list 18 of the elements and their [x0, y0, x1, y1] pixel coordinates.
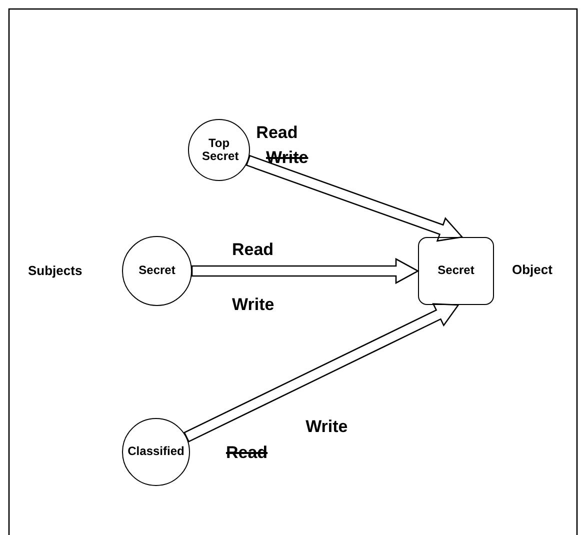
operation-label: Write: [232, 296, 274, 313]
node-label: Secret: [138, 264, 176, 278]
subject-circle: [188, 119, 250, 181]
role-label: Object: [512, 263, 552, 276]
node-label: Secret: [436, 264, 476, 278]
node-label: Classified: [126, 445, 186, 459]
struck-label: Read: [226, 444, 268, 461]
hollow-arrow: [184, 303, 460, 442]
struck-label: Write: [266, 149, 308, 166]
object-box: [418, 237, 494, 305]
edge-label: Read: [232, 241, 274, 258]
hollow-arrow: [191, 258, 420, 284]
edge-label: Write: [306, 418, 348, 436]
subject-circle: [122, 236, 192, 306]
edge-label: Read: [256, 124, 298, 142]
hollow-arrow: [246, 154, 464, 242]
role-label: Subjects: [28, 264, 82, 277]
subject-circle: [122, 418, 190, 486]
